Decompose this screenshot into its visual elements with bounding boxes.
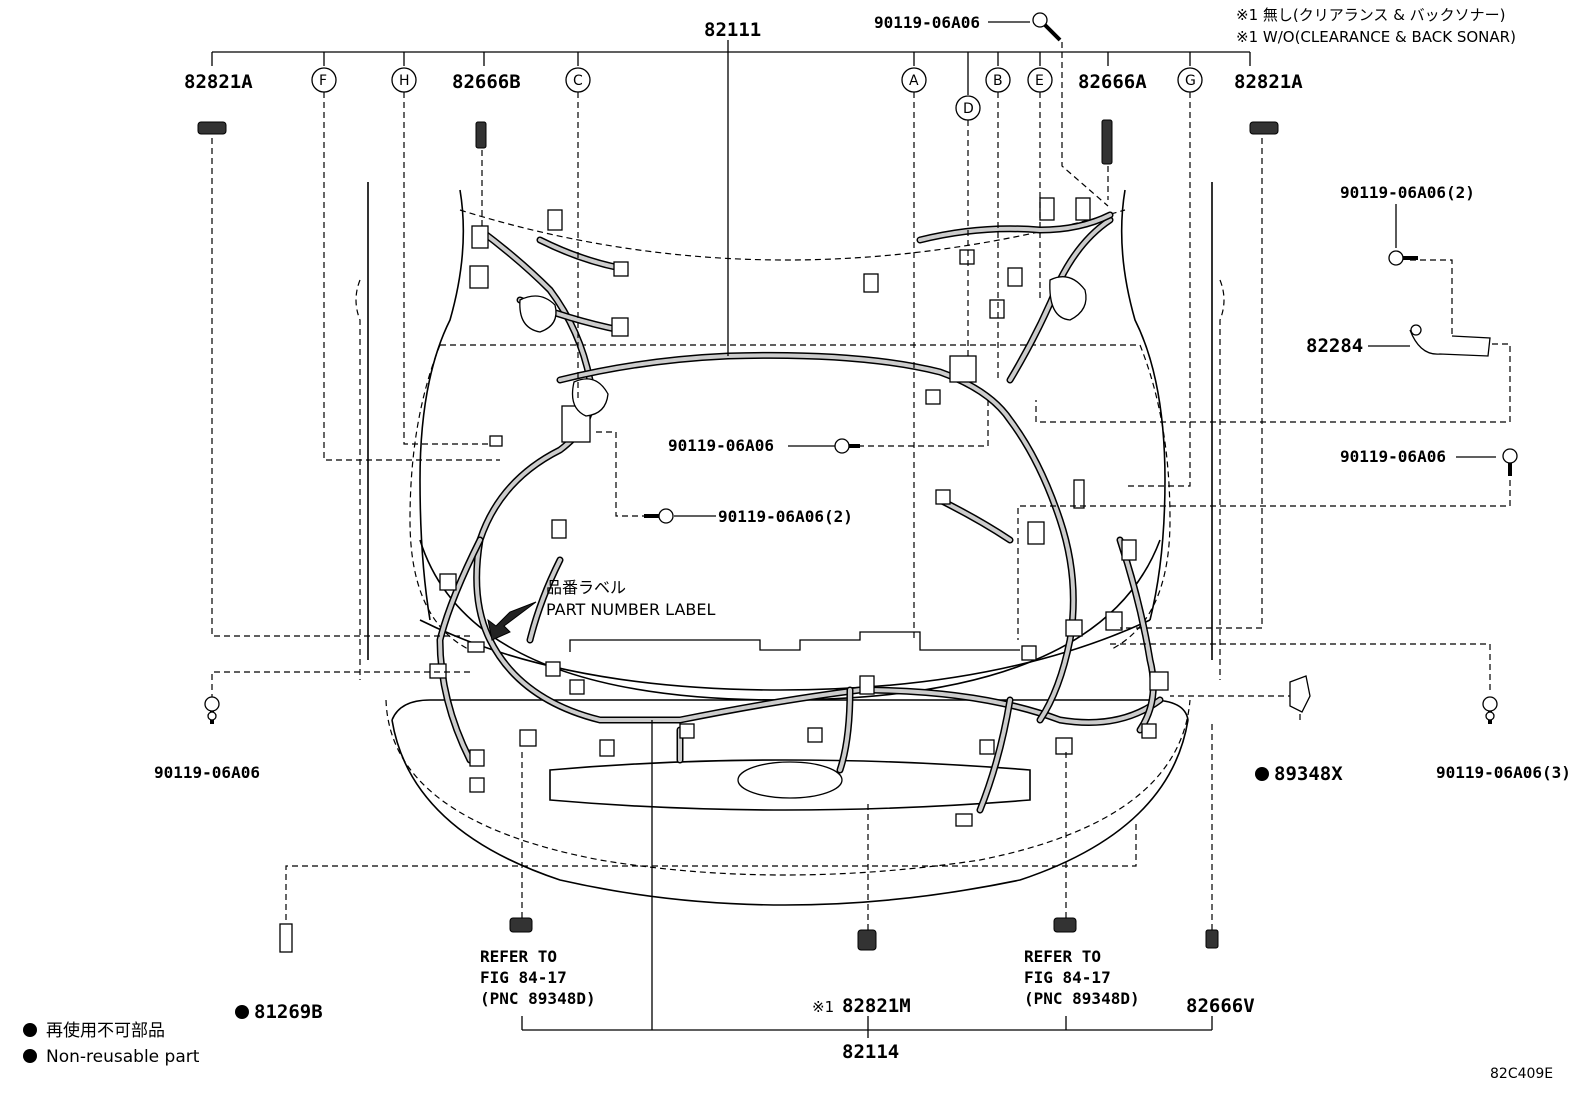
callout-b: B bbox=[985, 67, 1011, 93]
sensor-89348x-icon bbox=[1289, 675, 1311, 713]
part-bolt-left-lower: 90119-06A06 bbox=[154, 763, 260, 782]
part-82666b: 82666B bbox=[452, 71, 521, 93]
callout-g: G bbox=[1177, 67, 1203, 93]
refer-right-line3: (PNC 89348D) bbox=[1024, 989, 1140, 1008]
svg-text:G: G bbox=[1185, 73, 1196, 89]
bolt-right-lower-icon bbox=[1482, 696, 1498, 724]
part-bolt-right-single: 90119-06A06 bbox=[1340, 447, 1446, 466]
refer-right-line1: REFER TO bbox=[1024, 947, 1101, 966]
part-82111: 82111 bbox=[704, 19, 761, 41]
svg-text:82821M: 82821M bbox=[842, 995, 911, 1017]
clip-82666a-icon bbox=[1101, 119, 1113, 165]
callout-a: A bbox=[901, 67, 927, 93]
legend-en: Non-reusable part bbox=[46, 1047, 200, 1067]
svg-text:※1: ※1 bbox=[812, 998, 834, 1016]
clip-82666b-icon bbox=[475, 121, 487, 149]
bolt-mid-icon bbox=[644, 508, 674, 524]
part-bolt-center: 90119-06A06 bbox=[668, 436, 774, 455]
svg-text:E: E bbox=[1035, 73, 1044, 89]
main-harness-bracket bbox=[211, 40, 1251, 345]
part-number-label-arrow-icon bbox=[487, 601, 537, 641]
part-bolt-right-lower-3: 90119-06A06(3) bbox=[1436, 763, 1571, 782]
svg-text:81269B: 81269B bbox=[254, 1001, 323, 1023]
part-81269b: 81269B bbox=[235, 1001, 323, 1023]
svg-text:H: H bbox=[399, 73, 410, 89]
wire-harness bbox=[429, 197, 1169, 827]
part-bolt-mid-2: 90119-06A06(2) bbox=[718, 507, 853, 526]
clamp-82821a-left-icon bbox=[197, 121, 227, 135]
svg-text:C: C bbox=[573, 73, 583, 89]
clip-82666v-icon bbox=[1205, 929, 1219, 949]
svg-text:F: F bbox=[319, 73, 327, 89]
vehicle-body-outline bbox=[355, 182, 1225, 906]
part-82284: 82284 bbox=[1306, 335, 1363, 357]
note-jp: ※1 無し(クリアランス & バックソナー) bbox=[1236, 6, 1506, 24]
part-bolt-top: 90119-06A06 bbox=[874, 13, 980, 32]
svg-text:B: B bbox=[993, 73, 1003, 89]
part-82666a: 82666A bbox=[1078, 71, 1147, 93]
refer-right-line2: FIG 84-17 bbox=[1024, 968, 1111, 987]
legend-jp: 再使用不可部品 bbox=[46, 1020, 165, 1041]
figure-id: 82C409E bbox=[1490, 1066, 1553, 1082]
callout-e: E bbox=[1027, 67, 1053, 93]
callout-d: D bbox=[955, 95, 981, 121]
part-number-label-jp: 品番ラベル bbox=[546, 578, 626, 597]
part-82114: 82114 bbox=[842, 1041, 899, 1063]
callout-f: F bbox=[311, 67, 337, 93]
bracket-82284-icon bbox=[1409, 324, 1491, 357]
legend: 再使用不可部品 Non-reusable part bbox=[23, 1020, 200, 1067]
leader-lines bbox=[211, 42, 1511, 930]
part-82821m: ※1 82821M bbox=[812, 995, 911, 1017]
bolt-top-icon bbox=[1032, 12, 1062, 42]
bolt-right-single-icon bbox=[1502, 448, 1518, 476]
svg-text:D: D bbox=[963, 101, 974, 117]
callout-c: C bbox=[565, 67, 591, 93]
note-en: ※1 W/O(CLEARANCE & BACK SONAR) bbox=[1236, 28, 1516, 46]
refer-right-connector-icon bbox=[1053, 917, 1077, 933]
svg-text:A: A bbox=[909, 73, 919, 89]
refer-left-connector-icon bbox=[509, 917, 533, 933]
part-82666v: 82666V bbox=[1186, 995, 1255, 1017]
bolt-right-2-icon bbox=[1388, 250, 1418, 266]
part-number-label-en: PART NUMBER LABEL bbox=[546, 600, 715, 619]
part-82821a-right: 82821A bbox=[1234, 71, 1303, 93]
refer-left-line3: (PNC 89348D) bbox=[480, 989, 596, 1008]
callout-h: H bbox=[391, 67, 417, 93]
bolt-center-icon bbox=[834, 438, 860, 454]
clamp-82821a-right-icon bbox=[1249, 121, 1279, 135]
refer-left-line1: REFER TO bbox=[480, 947, 557, 966]
clamp-82821m-icon bbox=[857, 929, 877, 951]
part-81269b-icon bbox=[279, 923, 293, 953]
svg-text:89348X: 89348X bbox=[1274, 763, 1343, 785]
bolt-left-lower-icon bbox=[204, 696, 220, 724]
part-bolt-right-2: 90119-06A06(2) bbox=[1340, 183, 1475, 202]
bumper-harness-bracket bbox=[521, 720, 1213, 1038]
refer-left-line2: FIG 84-17 bbox=[480, 968, 567, 987]
part-89348x: 89348X bbox=[1255, 763, 1343, 785]
part-82821a-left: 82821A bbox=[184, 71, 253, 93]
